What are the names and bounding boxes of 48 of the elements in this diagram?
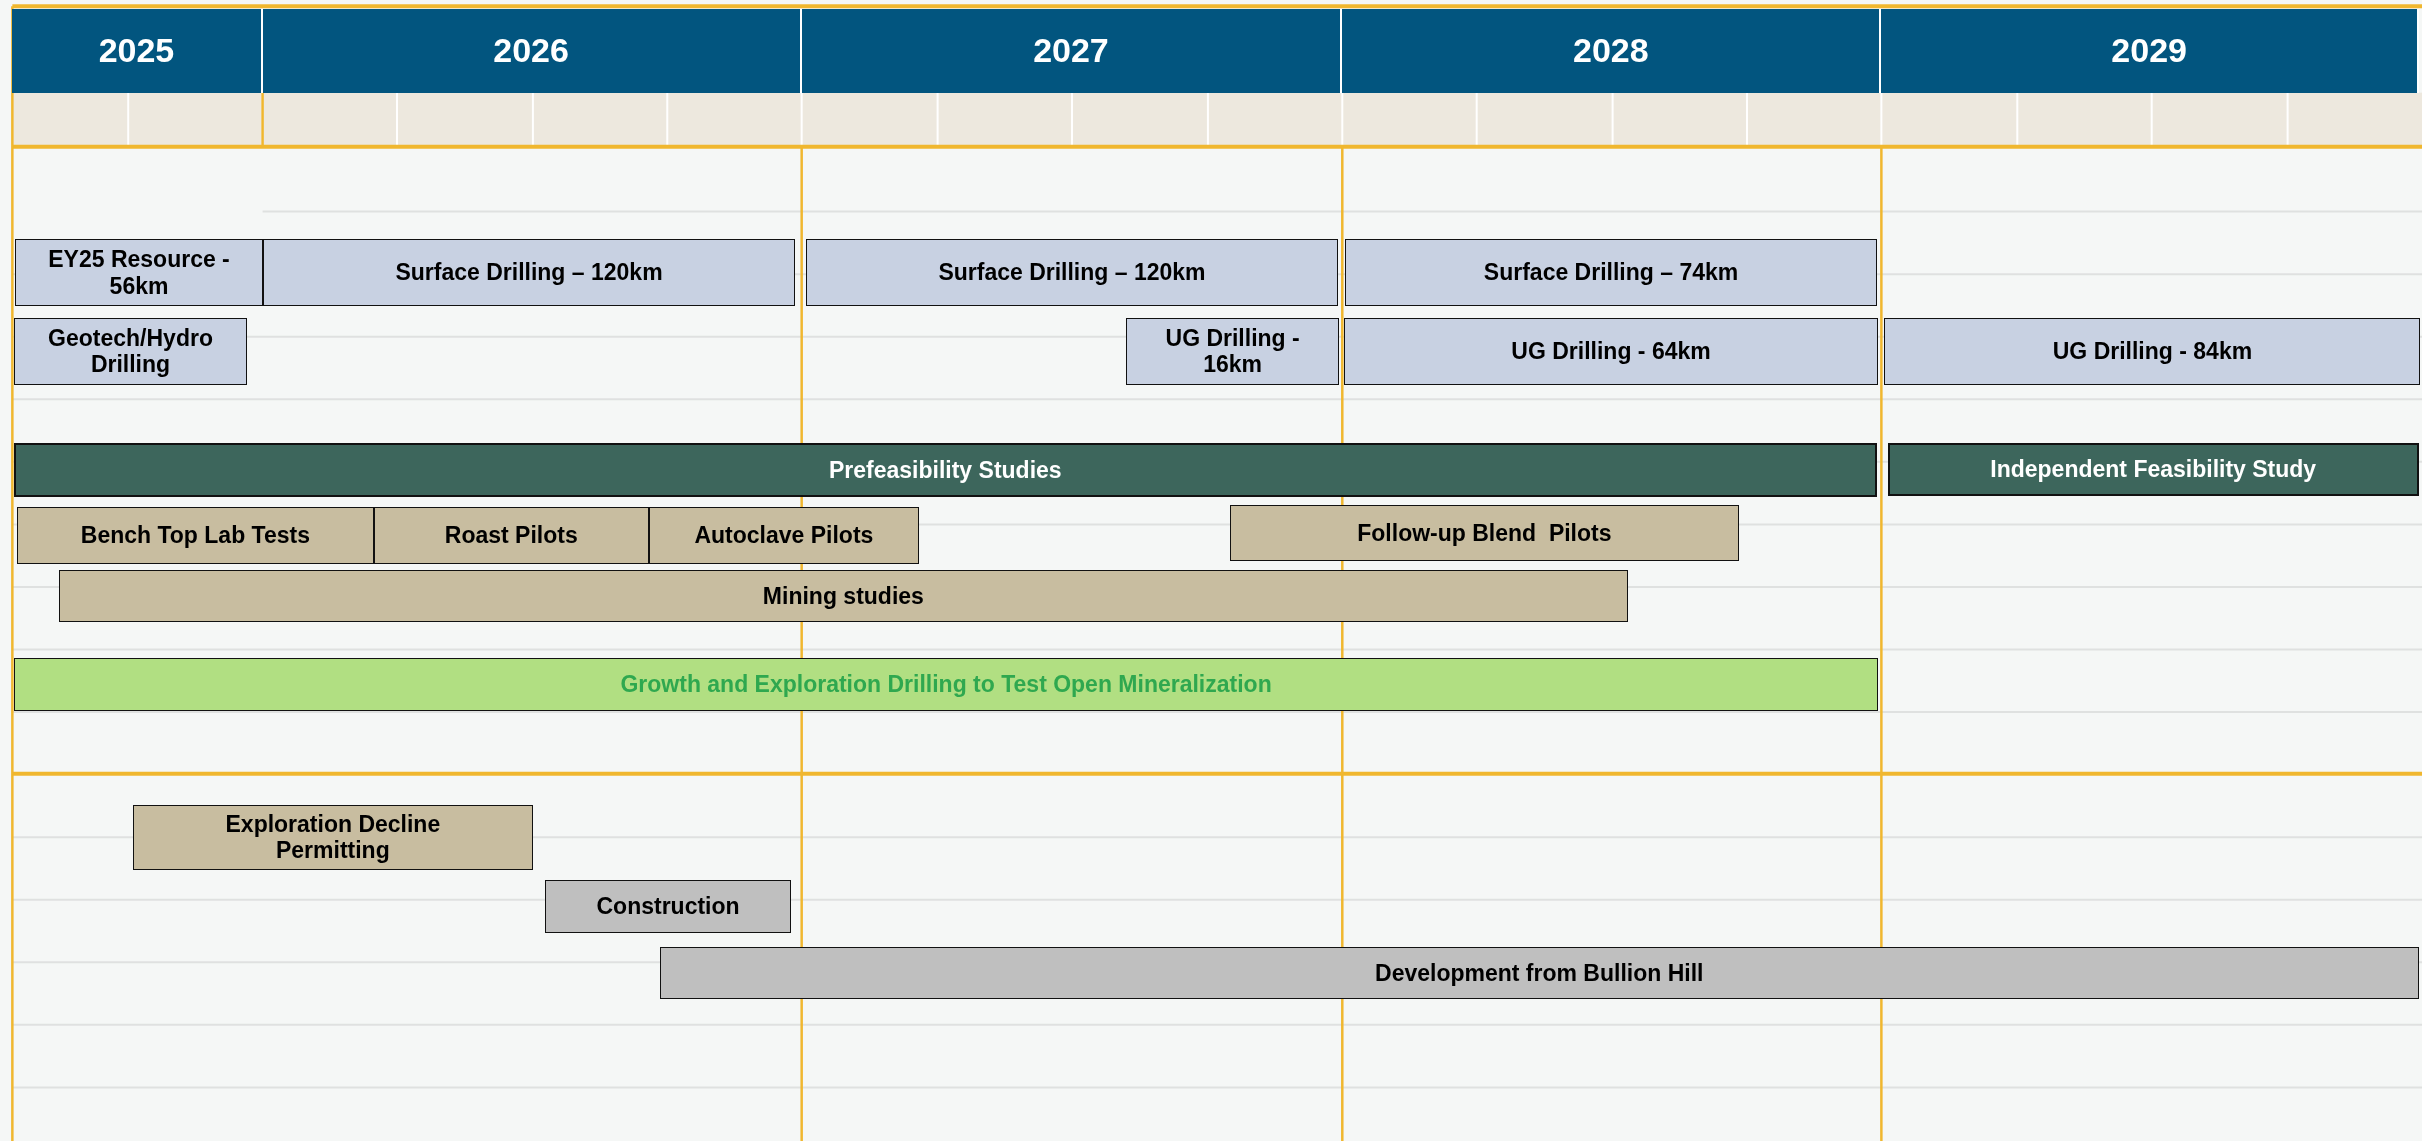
drilling-bar xyxy=(1884,318,2421,385)
task-label: Development from Bullion Hill xyxy=(1375,959,1704,987)
task-label: UG Drilling - 84km xyxy=(2052,338,2253,365)
task-bar xyxy=(58,569,1629,623)
task-bar xyxy=(1229,505,1740,561)
study-bar xyxy=(1887,443,2419,496)
drilling-bar xyxy=(13,318,248,385)
drilling-bar xyxy=(1345,239,1877,306)
study-bar xyxy=(13,443,1877,498)
task-bar xyxy=(545,880,791,933)
task-label: Surface Drilling – 120km xyxy=(395,259,663,286)
task-label: Surface Drilling – 74km xyxy=(1483,259,1739,286)
task-label: Bench Top Lab Tests xyxy=(80,522,310,549)
task-label: Growth and Exploration Drilling to Test Open Mineralization xyxy=(620,671,1272,698)
task-bar xyxy=(373,506,649,564)
task-bar xyxy=(17,506,374,564)
year-header xyxy=(12,9,263,93)
drilling-bar xyxy=(1343,318,1879,385)
drilling-bar xyxy=(1126,318,1340,385)
year-header xyxy=(801,9,1343,93)
drilling-bar xyxy=(262,239,796,306)
drilling-bar xyxy=(15,239,263,306)
task-label: Surface Drilling – 120km xyxy=(938,259,1206,286)
task-bar xyxy=(648,506,920,564)
task-label: Independent Feasibility Study xyxy=(1990,456,2317,483)
task-label: Geotech/Hydro Drilling xyxy=(47,324,214,378)
drilling-bar xyxy=(806,239,1338,306)
task-label: Mining studies xyxy=(762,583,924,610)
task-label: Follow-up Blend Pilots xyxy=(1357,519,1612,547)
task-label: Exploration Decline Permitting xyxy=(224,810,442,864)
year-label: 2025 xyxy=(98,31,175,71)
task-label: Roast Pilots xyxy=(444,522,578,549)
task-label: Construction xyxy=(596,893,740,920)
task-bar xyxy=(132,804,533,870)
year-label: 2028 xyxy=(1573,31,1649,71)
task-label: Prefeasibility Studies xyxy=(829,457,1062,484)
year-label: 2029 xyxy=(2111,31,2187,71)
year-header xyxy=(1342,9,1882,93)
task-label: UG Drilling - 16km xyxy=(1164,324,1301,378)
year-label: 2026 xyxy=(493,31,569,71)
task-label: Autoclave Pilots xyxy=(694,522,874,549)
task-label: UG Drilling - 64km xyxy=(1511,338,1711,365)
year-header xyxy=(262,9,802,93)
year-header xyxy=(1881,9,2419,93)
year-label: 2027 xyxy=(1033,31,1109,71)
task-bar xyxy=(659,946,2419,1000)
task-label: EY25 Resource - 56km xyxy=(47,246,231,300)
drilling-bar xyxy=(13,658,1879,711)
